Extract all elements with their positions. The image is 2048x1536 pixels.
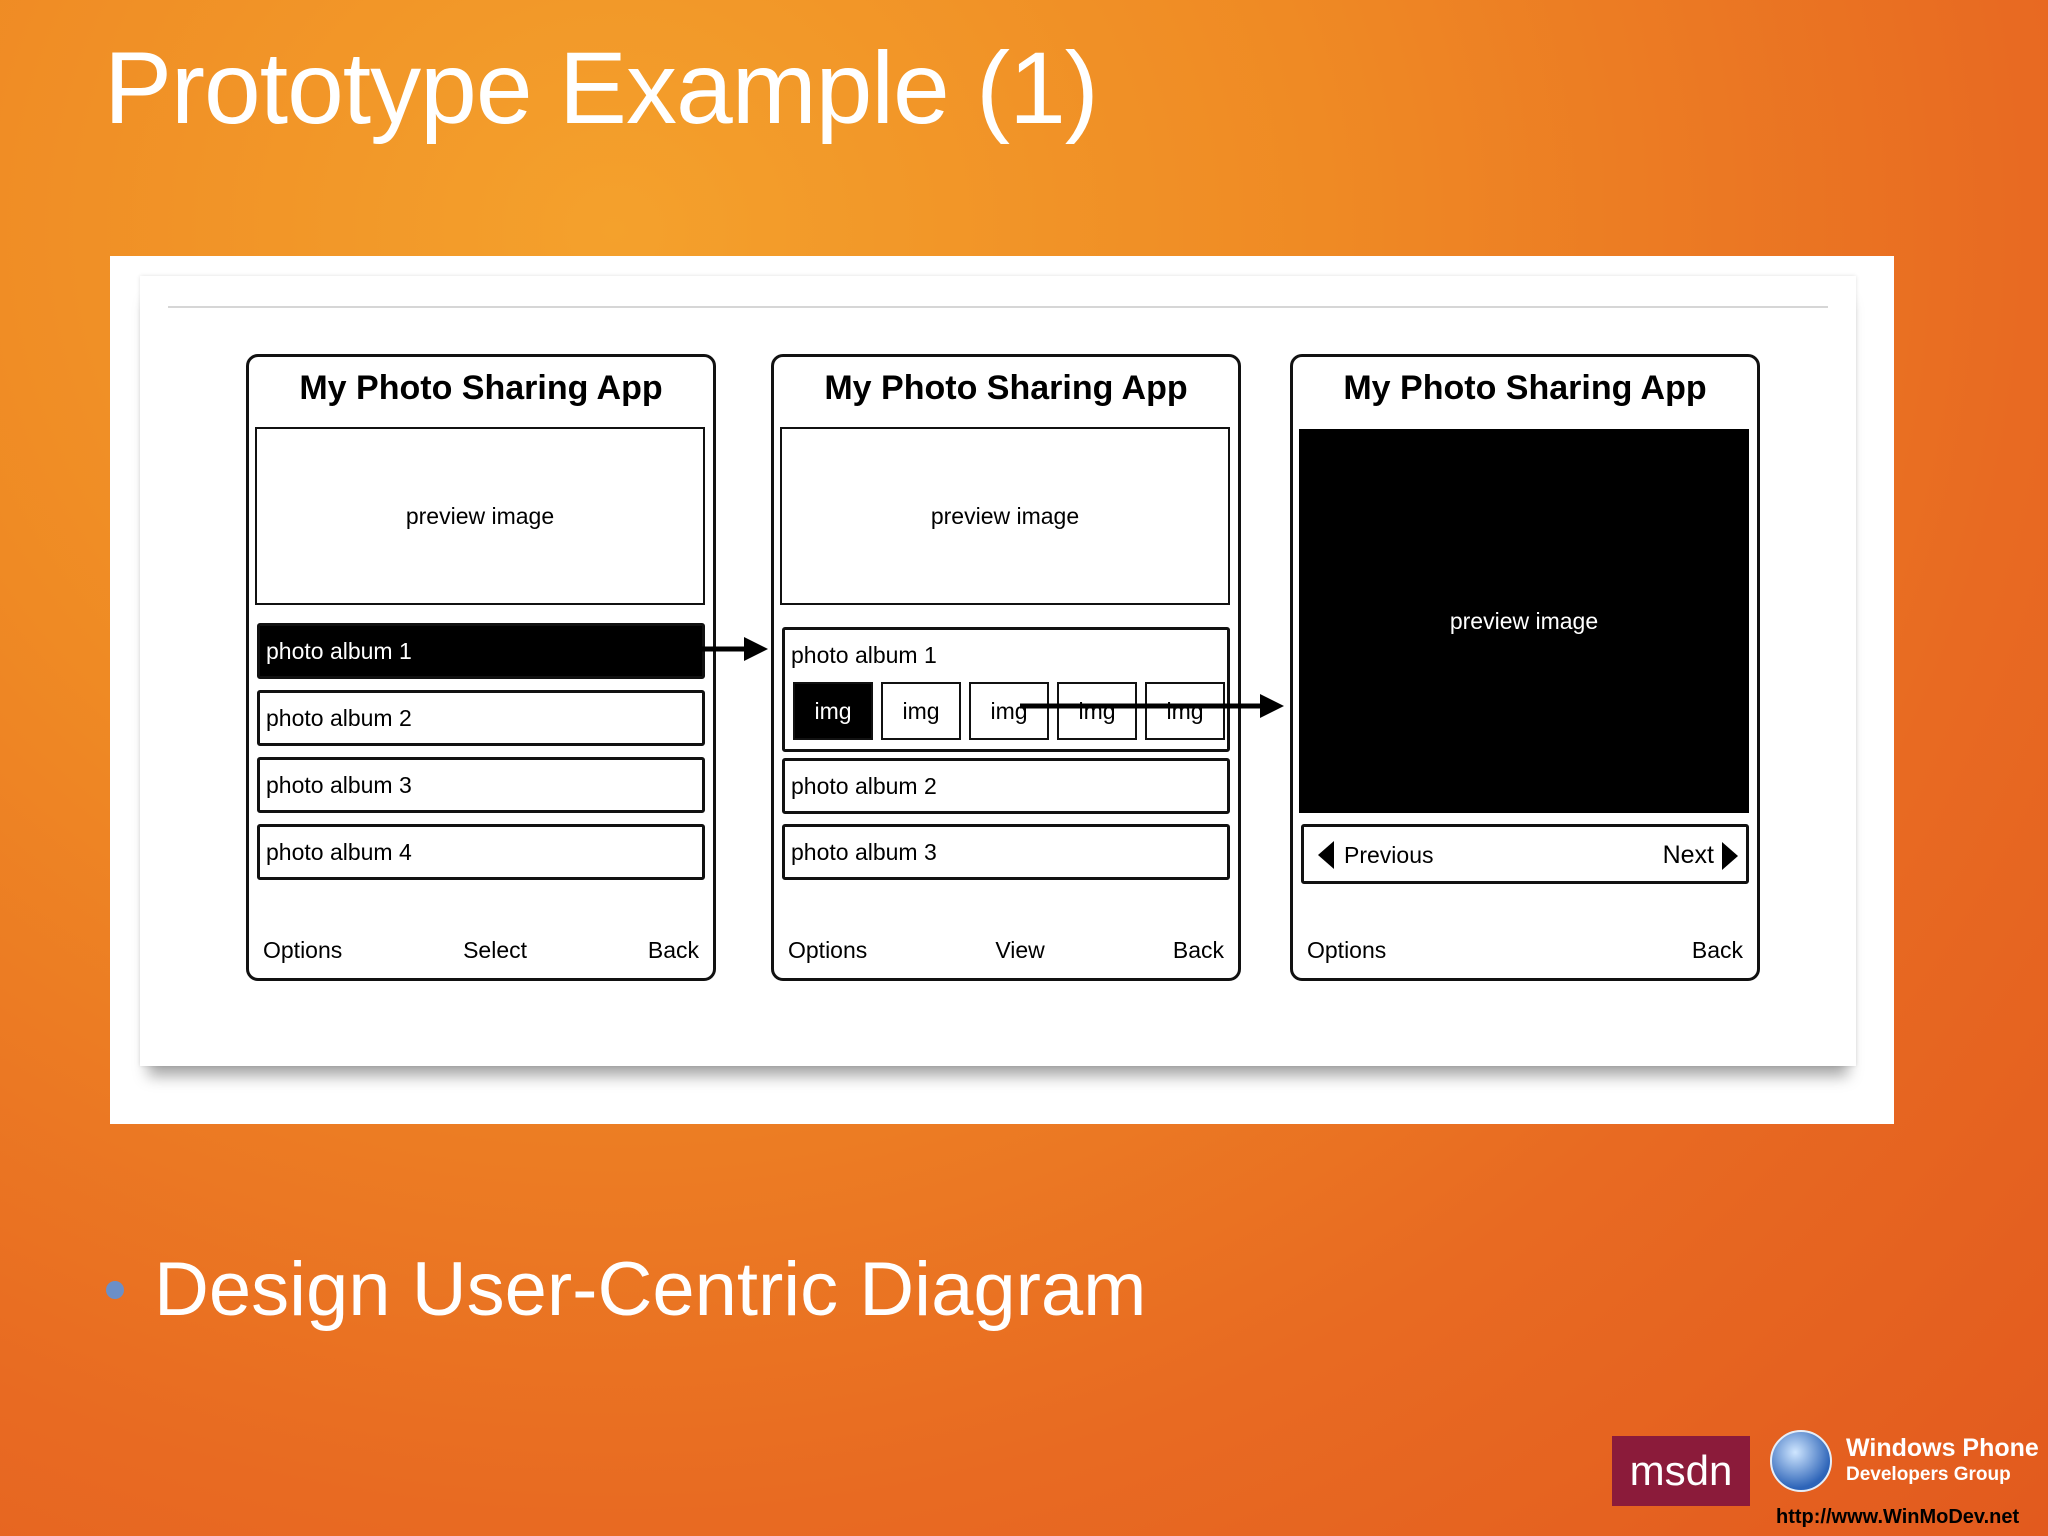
album-item[interactable]: photo album 2 (257, 690, 705, 746)
triangle-left-icon (1318, 841, 1334, 869)
thumbnail[interactable]: img (1057, 682, 1137, 740)
softkey-view[interactable]: View (995, 937, 1045, 963)
image-nav-bar: Previous Next (1301, 824, 1749, 884)
bullet-dot (106, 1280, 124, 1299)
thumbnail-selected[interactable]: img (793, 682, 873, 740)
app-title: My Photo Sharing App (824, 369, 1188, 407)
wp-logo-line2: Developers Group (1846, 1464, 2011, 1485)
softkey-options[interactable]: Options (788, 937, 868, 963)
thumbnail[interactable]: img (969, 682, 1049, 740)
softkey-back[interactable]: Back (1172, 937, 1224, 963)
phone-screen-album-expanded: My Photo Sharing App preview image photo… (771, 354, 1241, 981)
album-item[interactable]: photo album 3 (257, 757, 705, 813)
softkey-options[interactable]: Options (263, 937, 343, 963)
diagram-card: My Photo Sharing App preview image photo… (110, 256, 1894, 1124)
album-item-expanded[interactable]: photo album 1 img img img img img (782, 627, 1230, 752)
previous-button[interactable]: Previous (1318, 841, 1433, 869)
group-url: http://www.WinMoDev.net (1776, 1506, 2020, 1528)
windows-logo-icon (1770, 1430, 1832, 1492)
previous-label: Previous (1344, 841, 1434, 868)
album-label: photo album 1 (791, 642, 937, 668)
thumbnail[interactable]: img (1145, 682, 1225, 740)
phone-screen-album-list: My Photo Sharing App preview image photo… (246, 354, 716, 981)
next-label: Next (1662, 841, 1714, 869)
thumbnail[interactable]: img (881, 682, 961, 740)
msdn-logo: msdn (1612, 1436, 1750, 1506)
bullet-item: Design User-Centric Diagram (106, 1246, 1147, 1333)
album-item-selected[interactable]: photo album 1 (257, 623, 705, 679)
softkey-bar: Options View Back (788, 937, 1224, 964)
softkey-bar: Options Back (1307, 937, 1743, 964)
softkey-select[interactable]: Select (463, 937, 528, 963)
slide-title: Prototype Example (1) (104, 31, 1099, 145)
divider (168, 306, 1828, 308)
softkey-back[interactable]: Back (647, 937, 699, 963)
wp-logo-line1: Windows Phone (1846, 1434, 2039, 1462)
triangle-right-icon (1722, 841, 1738, 870)
bullet-text: Design User-Centric Diagram (154, 1247, 1147, 1332)
album-item[interactable]: photo album 3 (782, 824, 1230, 880)
softkey-back[interactable]: Back (1691, 937, 1743, 963)
preview-image: preview image (1299, 429, 1749, 813)
softkey-bar: Options Select Back (263, 937, 699, 964)
album-item[interactable]: photo album 4 (257, 824, 705, 880)
phone-screen-image-viewer: My Photo Sharing App preview image Previ… (1290, 354, 1760, 981)
album-item[interactable]: photo album 2 (782, 758, 1230, 814)
app-title: My Photo Sharing App (299, 369, 663, 407)
next-button[interactable]: Next (1663, 841, 1738, 870)
preview-image: preview image (255, 427, 705, 605)
diagram-canvas: My Photo Sharing App preview image photo… (140, 276, 1856, 1066)
app-title: My Photo Sharing App (1343, 369, 1707, 407)
preview-image: preview image (780, 427, 1230, 605)
sponsor-logos: msdn Windows Phone Developers Group http… (1610, 1422, 2040, 1532)
softkey-options[interactable]: Options (1307, 937, 1387, 963)
